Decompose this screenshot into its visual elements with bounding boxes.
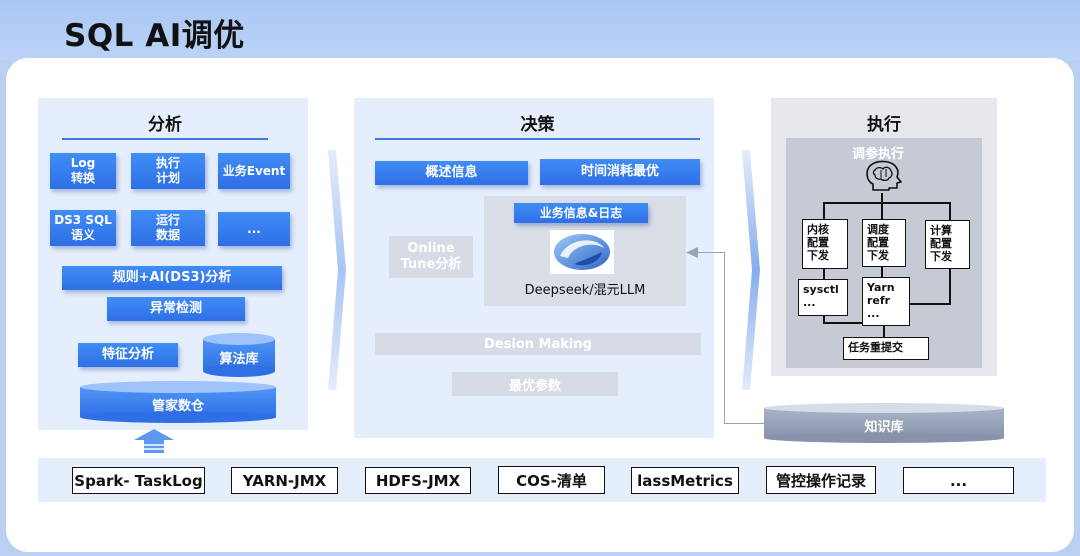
overview-info[interactable]: 概述信息 bbox=[375, 161, 528, 185]
page-title: SQL AI调优 bbox=[64, 18, 245, 54]
tuning-title: 调参执行 bbox=[851, 147, 904, 162]
connector-line bbox=[823, 202, 825, 219]
connector-line bbox=[823, 315, 825, 324]
connector-line bbox=[823, 322, 885, 324]
connector-line bbox=[949, 268, 951, 304]
knowledge-base[interactable]: 知识库 bbox=[764, 403, 1004, 443]
more-button[interactable]: ... bbox=[218, 212, 290, 246]
feedback-line bbox=[696, 252, 725, 253]
connector-line bbox=[881, 193, 883, 203]
task-resubmit[interactable]: 任务重提交 bbox=[843, 337, 929, 360]
title-band bbox=[0, 0, 1080, 60]
arrowhead-left-icon bbox=[686, 247, 698, 258]
feedback-line bbox=[724, 252, 725, 424]
connector-line bbox=[909, 303, 951, 305]
exec-plan-button[interactable]: 执行 计划 bbox=[131, 153, 205, 189]
ds3-sql-button[interactable]: DS3 SQL 语义 bbox=[50, 210, 116, 246]
analysis-title-rule bbox=[62, 138, 268, 140]
source-cos-list[interactable]: COS-清单 bbox=[498, 466, 605, 494]
compute-config[interactable]: 计算 配置 下发 bbox=[925, 220, 970, 269]
algorithm-library-label: 算法库 bbox=[219, 352, 259, 367]
connector-line bbox=[883, 322, 885, 337]
up-arrow-icon bbox=[134, 429, 174, 453]
flow-chevron-icon bbox=[742, 150, 760, 390]
source-spark-tasklog[interactable]: Spark- TaskLog bbox=[72, 467, 205, 494]
source-metrics[interactable]: lassMetrics bbox=[631, 467, 739, 494]
deepseek-logo-icon bbox=[550, 230, 614, 274]
brain-head-icon bbox=[866, 160, 902, 191]
connector-line bbox=[949, 202, 951, 220]
rules-ai-analysis[interactable]: 规则+AI(DS3)分析 bbox=[62, 266, 282, 290]
analysis-title: 分析 bbox=[148, 115, 182, 135]
source-ops-records[interactable]: 管控操作记录 bbox=[766, 466, 876, 494]
algorithm-library[interactable]: 算法库 bbox=[203, 333, 275, 377]
feedback-line bbox=[724, 423, 764, 424]
runtime-data-button[interactable]: 运行 数据 bbox=[131, 210, 205, 246]
decision-making[interactable]: Desion Making bbox=[375, 333, 701, 355]
llm-label: Deepseek/混元LLM bbox=[524, 283, 646, 298]
decision-title: 决策 bbox=[520, 115, 555, 135]
source-hdfs-jmx[interactable]: HDFS-JMX bbox=[365, 467, 471, 494]
connector-line bbox=[823, 268, 825, 280]
source-more[interactable]: ... bbox=[903, 467, 1014, 494]
kernel-config[interactable]: 内核 配置 下发 bbox=[802, 219, 848, 269]
online-tune-analysis[interactable]: Online Tune分析 bbox=[389, 236, 473, 278]
log-convert-button[interactable]: Log 转换 bbox=[50, 153, 116, 189]
schedule-config[interactable]: 调度 配置 下发 bbox=[862, 219, 906, 267]
biz-event-button[interactable]: 业务Event bbox=[218, 153, 290, 189]
anomaly-detection[interactable]: 异常检测 bbox=[107, 297, 245, 321]
data-warehouse[interactable]: 管家数仓 bbox=[80, 381, 276, 423]
connector-line bbox=[881, 202, 883, 219]
sysctl-box[interactable]: sysctl ... bbox=[798, 279, 848, 316]
connector-line bbox=[881, 266, 883, 278]
data-warehouse-label: 管家数仓 bbox=[151, 399, 204, 414]
execution-title: 执行 bbox=[867, 115, 901, 135]
feature-analysis[interactable]: 特征分析 bbox=[78, 343, 178, 367]
flow-chevron-icon bbox=[328, 150, 346, 390]
source-yarn-jmx[interactable]: YARN-JMX bbox=[231, 467, 338, 494]
connector-line bbox=[823, 202, 951, 204]
best-params[interactable]: 最优参数 bbox=[452, 372, 618, 396]
time-cost-optimal[interactable]: 时间消耗最优 bbox=[540, 159, 700, 185]
decision-title-rule bbox=[375, 138, 700, 140]
knowledge-base-label: 知识库 bbox=[864, 420, 904, 435]
yarn-refresh-box[interactable]: Yarn refr ... bbox=[862, 277, 910, 326]
biz-info-log[interactable]: 业务信息&日志 bbox=[514, 203, 648, 223]
